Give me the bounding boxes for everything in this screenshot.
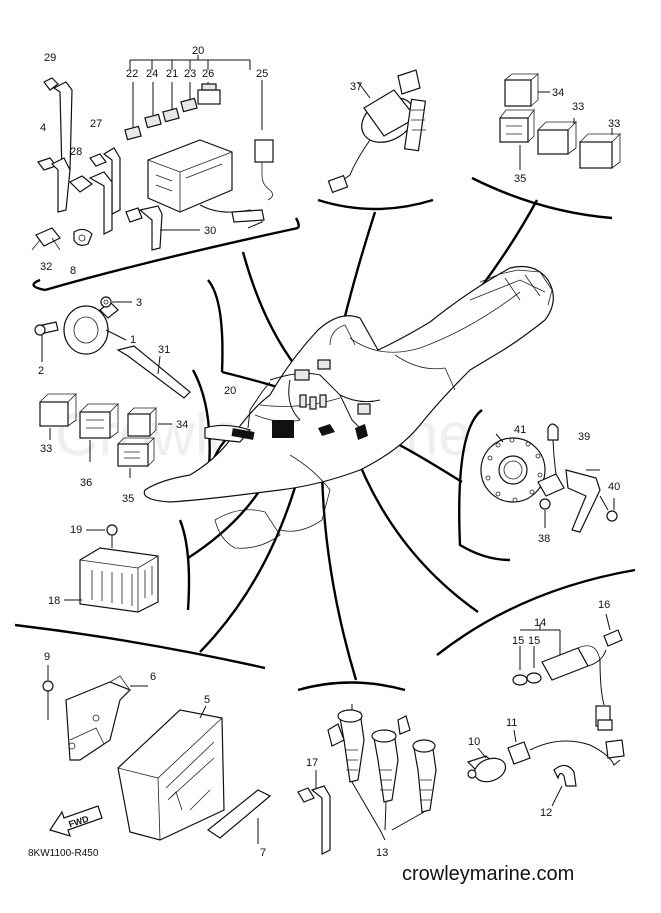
top-left-parts [31, 55, 274, 251]
left-relays [39, 393, 172, 478]
callout-12: 12 [540, 807, 552, 819]
ignition-switch [327, 69, 427, 194]
callout-32: 32 [40, 261, 52, 273]
disc-sensor-group [480, 423, 618, 533]
callout-27: 27 [90, 118, 102, 130]
callout-15-a: 15 [512, 635, 524, 647]
callout-33-left: 33 [40, 443, 52, 455]
callout-33-top-a: 33 [572, 101, 584, 113]
callout-31: 31 [158, 344, 170, 356]
callout-40: 40 [608, 481, 620, 493]
callout-16: 16 [598, 599, 610, 611]
callout-38: 38 [538, 533, 550, 545]
callout-20-mid: 20 [224, 385, 236, 397]
callout-34-left: 34 [176, 419, 188, 431]
callout-17: 17 [306, 757, 318, 769]
callout-1: 1 [130, 334, 136, 346]
site-name: crowleymarine.com [402, 863, 574, 885]
callout-37: 37 [350, 81, 362, 93]
callout-7: 7 [260, 847, 266, 859]
callout-36: 36 [80, 477, 92, 489]
callout-2: 2 [38, 365, 44, 377]
callout-11: 11 [506, 717, 517, 729]
bottom-right-sensors [466, 613, 625, 807]
callout-28: 28 [70, 146, 82, 158]
callout-9: 9 [44, 651, 50, 663]
callout-19: 19 [70, 524, 82, 536]
callout-18: 18 [48, 595, 60, 607]
callout-30: 30 [204, 225, 216, 237]
callout-22: 22 [126, 68, 138, 80]
drawing-code: 8KW1100-R450 [28, 848, 99, 859]
callouts: 20 22 24 21 23 26 25 29 4 27 28 30 32 8 … [38, 45, 620, 859]
callout-35-top: 35 [514, 173, 526, 185]
callout-35-left: 35 [122, 493, 134, 505]
callout-24: 24 [146, 68, 158, 80]
callout-34-top: 34 [552, 87, 564, 99]
callout-3: 3 [136, 297, 142, 309]
motorcycle-frame [143, 265, 554, 549]
callout-20-top: 20 [192, 45, 204, 57]
callout-8: 8 [70, 265, 76, 277]
callout-10: 10 [468, 736, 480, 748]
callout-33-top-b: 33 [608, 118, 620, 130]
callout-13: 13 [376, 847, 388, 859]
ecu-group: FWD [42, 665, 272, 844]
rectifier-regulator [64, 524, 159, 613]
callout-15-b: 15 [528, 635, 540, 647]
callout-23: 23 [184, 68, 196, 80]
callout-29: 29 [44, 52, 56, 64]
callout-6: 6 [150, 671, 156, 683]
callout-14: 14 [534, 617, 546, 629]
callout-41: 41 [514, 424, 526, 436]
callout-4: 4 [40, 122, 46, 134]
top-right-relays [499, 73, 621, 170]
callout-39: 39 [578, 431, 590, 443]
callout-21: 21 [166, 68, 178, 80]
callout-26: 26 [202, 68, 214, 80]
callout-25: 25 [256, 68, 268, 80]
horn-group [34, 296, 191, 399]
callout-5: 5 [204, 694, 210, 706]
ignition-coils [297, 704, 437, 855]
